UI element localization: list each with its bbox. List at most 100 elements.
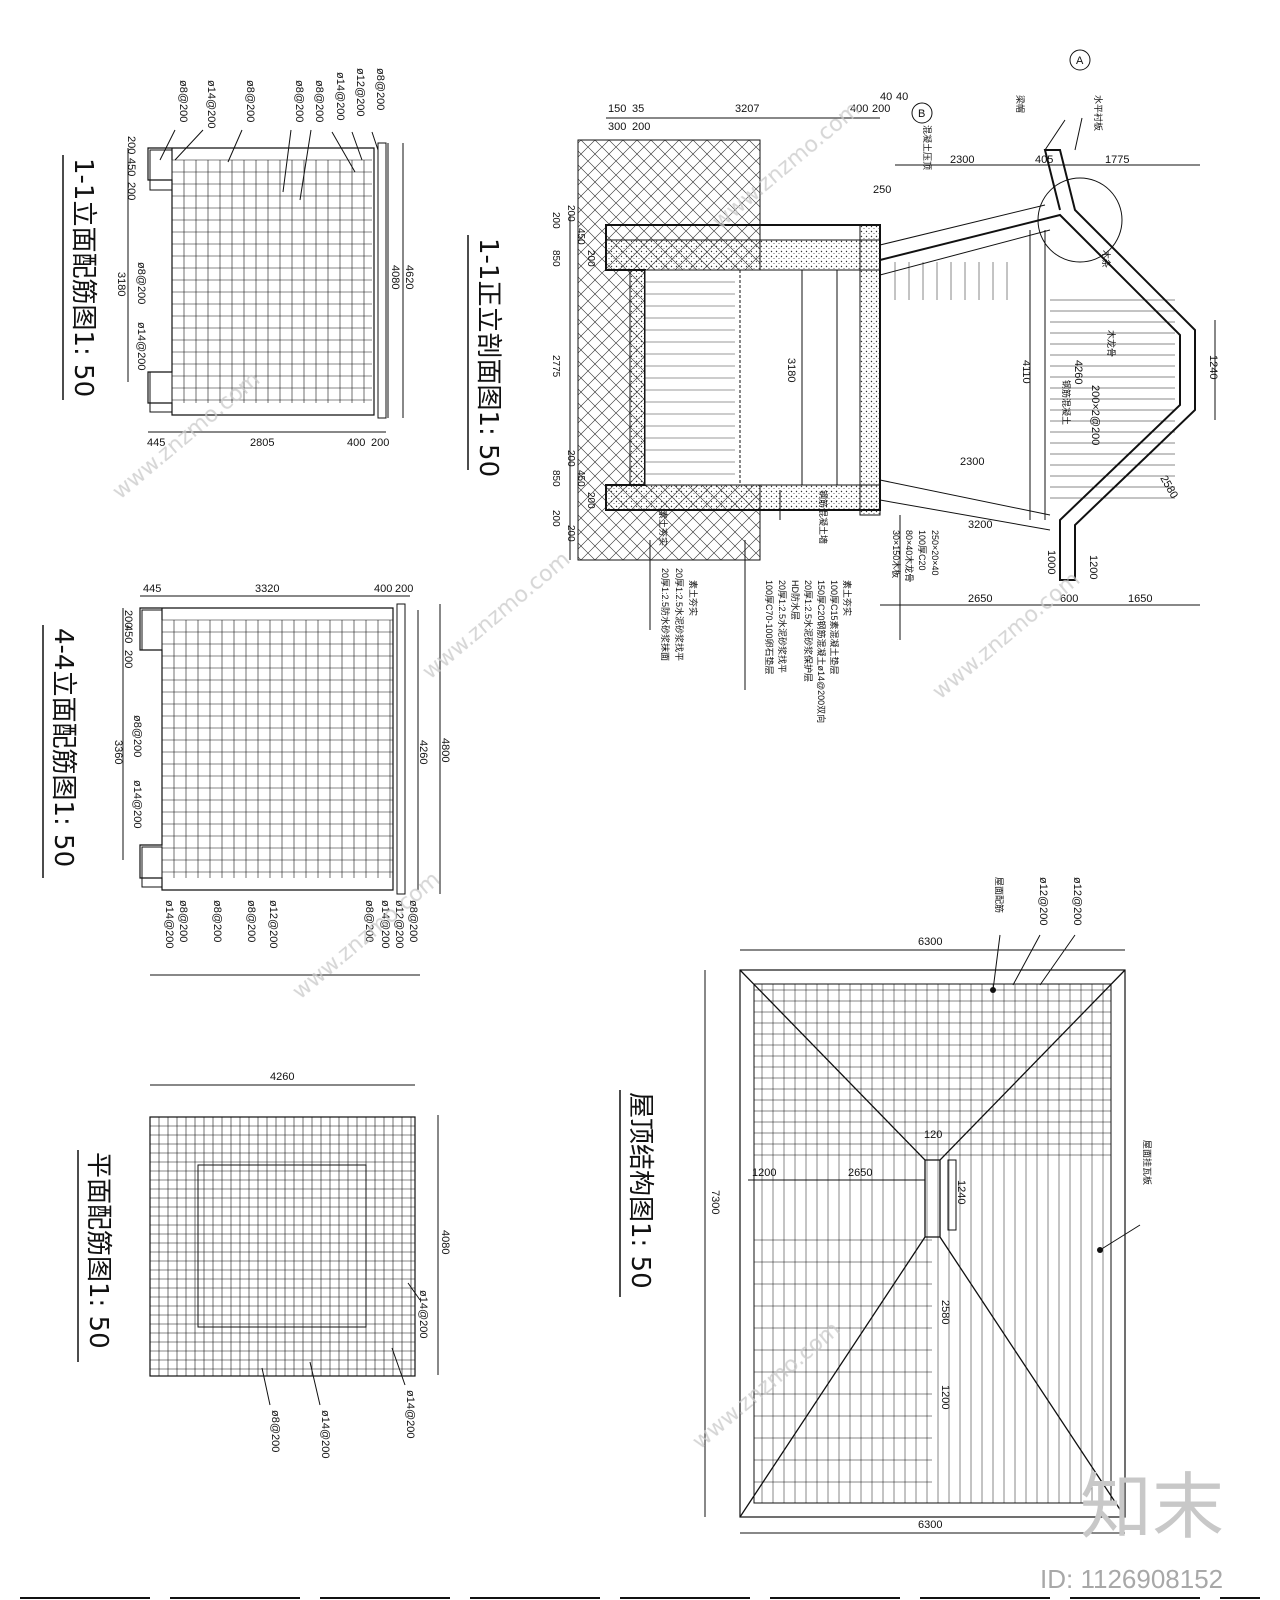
e44-left-dim-1: 200: [122, 610, 134, 628]
sec-layer-mid-5: 150厚C20钢筋混凝土ø14@200双向: [816, 580, 827, 723]
elev-1-1-title: 1-1立面配筋图1: 50: [68, 158, 98, 397]
sec-top-dim-6: 400: [850, 103, 868, 115]
axis-mark-a: A: [1076, 55, 1084, 67]
e11-left-dim-4: 3180: [115, 272, 127, 296]
sec-left-dim-10: 850: [550, 470, 561, 487]
e11-callout-2: ø14@200: [205, 80, 217, 128]
sec-center-dim-5: 3200: [968, 519, 992, 531]
sec-layer-left-2: 20厚1:2.5水泥砂浆找平: [674, 568, 685, 661]
roof-title: 屋顶结构图1: 50: [625, 1092, 655, 1289]
plan-callout-2: ø8@200: [269, 1410, 281, 1452]
watermark-2: www.znzmo.com: [418, 547, 575, 685]
sec-left-dim-1: 200: [550, 212, 561, 229]
roof-callout-2: ø12@200: [1037, 877, 1049, 925]
roof-callout-3: ø12@200: [1071, 877, 1083, 925]
sec-side-note-2: 素土夯实: [658, 510, 669, 546]
sec-top-dim-4: 200: [632, 121, 650, 133]
sec-layer-mid-4: 20厚1:2.5水泥砂浆保护层: [803, 580, 814, 682]
sec-left-dim-11: 200: [550, 510, 561, 527]
sec-layer-mid-7: 素土夯实: [842, 580, 853, 616]
e11-right-dim-1: 4080: [389, 265, 401, 289]
watermark-5: www.znzmo.com: [288, 867, 445, 1005]
sec-layer-right-3: 100厚C20: [917, 530, 927, 571]
e11-side-callout-1: ø8@200: [135, 262, 147, 304]
sec-left-dim-4: 200: [585, 250, 596, 267]
sec-layer-notes-left: 20厚1:2.5防水砂浆抹面 20厚1:2.5水泥砂浆找平 素土夯实: [660, 568, 699, 661]
e44-callout-3: ø8@200: [211, 900, 223, 942]
elev-4-4-drawing: 4-4立面配筋图1: 50 445 3320 400 200 200 450 2…: [42, 583, 451, 976]
e44-top-dim-2: 3320: [255, 583, 279, 595]
e11-left-dim-1: 200: [125, 136, 137, 154]
section-1-1-drawing: 1-1正立剖面图1: 50 A B 150 35 300 20: [467, 49, 1219, 723]
e11-left-dim-2: 450: [125, 158, 137, 176]
sec-center-dim-2: 4110: [1020, 360, 1032, 384]
roof-bottom-dim: 6300: [918, 1519, 942, 1531]
plan-right-dim: 4080: [439, 1230, 451, 1254]
roof-callout-4: 屋面挂瓦板: [1142, 1140, 1153, 1185]
elev-4-4-title: 4-4立面配筋图1: 50: [48, 628, 78, 867]
e11-side-callout-2: ø14@200: [135, 322, 147, 370]
sec-bottom-dim-2: 600: [1060, 593, 1078, 605]
plan-drawing: 平面配筋图1: 50 4260 4080 ø14@200 ø8@200 ø14@…: [77, 1071, 451, 1458]
roof-inner-dim-4: 1240: [955, 1180, 967, 1204]
e44-top-dim-3: 400: [374, 583, 392, 595]
sec-layer-left-3: 素土夯实: [688, 580, 699, 616]
sec-right-dim-2: 200×2@200: [1089, 385, 1101, 445]
sec-layer-mid-6: 100厚C15素混凝土垫层: [829, 580, 840, 675]
e44-callout-5: ø12@200: [267, 900, 279, 948]
sec-layer-right-4: 250×20×40: [930, 530, 940, 576]
sec-rt-dim-3: 1775: [1105, 154, 1129, 166]
roof-left-dim: 7300: [709, 1190, 721, 1214]
e44-callout-6: ø8@200: [363, 900, 375, 942]
sec-layer-notes-right: 30×150木板 80×40木龙骨 100厚C20 250×20×40: [891, 530, 940, 582]
sec-left-dim-5: 850: [550, 250, 561, 267]
e44-right-dim-1: 4260: [417, 740, 429, 764]
sec-side-note-7: 木龙骨: [1106, 330, 1117, 357]
e44-right-dim-2: 4800: [439, 738, 451, 762]
e44-bottom-callouts: ø14@200 ø8@200 ø8@200 ø8@200 ø12@200 ø8@…: [150, 900, 420, 976]
e11-bottom-dim-1: 445: [147, 437, 165, 449]
sec-top-dim-8: 40: [880, 91, 892, 103]
sec-center-dim-3: 4260: [1072, 360, 1084, 384]
sec-right-dim-5: 1200: [1087, 555, 1099, 579]
elev-1-1-drawing: 1-1立面配筋图1: 50 445 2805 400 200 200 450 2…: [62, 68, 415, 449]
sec-top-dim-5: 3207: [735, 103, 759, 115]
sec-left-dim-8: 450: [575, 470, 586, 487]
roof-inner-dim-5: 2580: [939, 1300, 951, 1324]
sec-bottom-dim-1: 2650: [968, 593, 992, 605]
sec-side-note-1: 钢筋混凝土墙: [818, 490, 829, 544]
id-label: ID: 1126908152: [1040, 1564, 1223, 1594]
e11-right-dim-2: 4620: [403, 265, 415, 289]
roof-inner-dim-6: 1200: [939, 1385, 951, 1409]
sec-side-note-4: 水平衬板: [1093, 95, 1104, 131]
e44-callout-7: ø14@200: [379, 900, 391, 948]
sec-left-dim-9: 200: [585, 492, 596, 509]
e44-callout-4: ø8@200: [245, 900, 257, 942]
sec-top-dim-7: 200: [872, 103, 890, 115]
sec-right-dim-1: 1240: [1207, 355, 1219, 379]
sec-left-dim-6: 2775: [550, 355, 561, 378]
e44-callout-2: ø8@200: [177, 900, 189, 942]
sec-top-dim-2: 35: [632, 103, 644, 115]
sec-rt-dim-2: 405: [1035, 154, 1053, 166]
e11-callout-4: ø8@200: [293, 80, 305, 122]
sec-side-notes: 钢筋混凝土墙 素土夯实 梁帽 水平衬板 木条 混凝土压顶 木龙骨 钢筋混凝土: [658, 95, 1117, 546]
sec-layer-mid-1: 100厚C70-100卵石垫层: [764, 580, 775, 675]
sec-layer-mid-3: HD防水层: [790, 580, 801, 620]
sec-side-note-5: 木条: [1101, 250, 1112, 268]
sec-top-dim-9: 40: [896, 91, 908, 103]
sec-left-dim-2: 200: [565, 205, 576, 222]
plan-callout-3: ø14@200: [319, 1410, 331, 1458]
sec-layer-left-1: 20厚1:2.5防水砂浆抹面: [660, 568, 671, 661]
sec-top-dim-1: 150: [608, 103, 626, 115]
e44-callout-8: ø12@200: [393, 900, 405, 948]
plan-callout-4: ø14@200: [404, 1390, 416, 1438]
watermark-6: www.znzmo.com: [688, 1317, 845, 1455]
sec-side-note-3: 梁帽: [1015, 95, 1026, 113]
e44-left-dim-4: 3360: [112, 740, 124, 764]
sec-side-note-8: 钢筋混凝土: [1061, 380, 1072, 425]
e44-side-callout-1: ø8@200: [131, 715, 143, 757]
e11-callout-8: ø8@200: [374, 68, 386, 110]
roof-inner-dim-2: 2650: [848, 1167, 872, 1179]
